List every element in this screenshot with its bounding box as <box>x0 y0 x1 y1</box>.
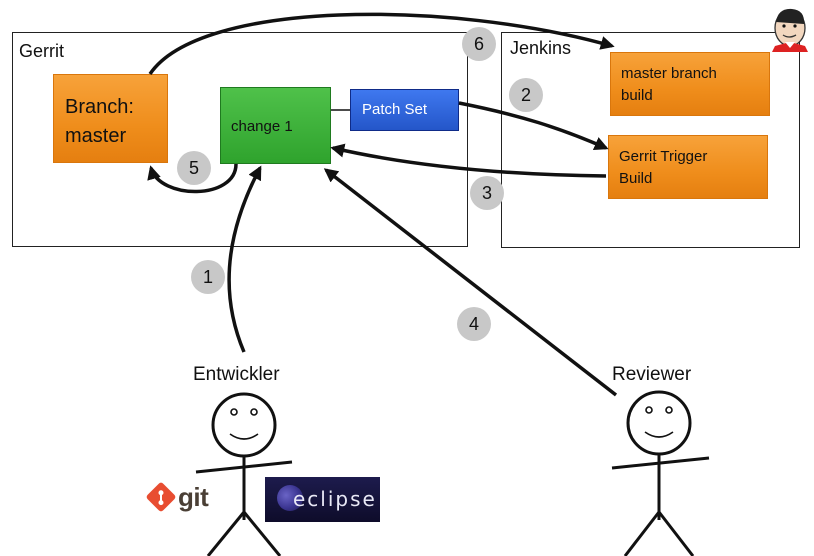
arrow-6 <box>148 12 615 75</box>
reviewer-face <box>644 406 674 438</box>
step-4-badge: 4 <box>457 307 491 341</box>
reviewer-label: Reviewer <box>612 364 692 385</box>
git-logo-icon <box>146 482 176 512</box>
developer-label: Entwickler <box>193 364 280 385</box>
arrow-5 <box>147 163 238 194</box>
branch-master-box: Branch: master <box>53 74 168 163</box>
arrow-4 <box>323 168 618 397</box>
jenkins-title: Jenkins <box>510 38 572 58</box>
change-1-label: change 1 <box>231 118 293 135</box>
eclipse-logo-text: eclipse <box>293 487 377 511</box>
gerrit-trigger-build-box: Gerrit Trigger Build <box>608 135 768 199</box>
step-1-badge: 1 <box>191 260 225 294</box>
arrow-2 <box>458 101 609 150</box>
developer-figure <box>195 392 293 556</box>
step-5-badge: 5 <box>177 151 211 185</box>
eclipse-logo: eclipse <box>265 477 380 522</box>
step-6-badge: 6 <box>462 27 496 61</box>
git-logo-text: git <box>178 482 209 512</box>
change-1-box: change 1 <box>220 87 331 164</box>
patch-set-box: Patch Set <box>350 89 459 131</box>
branch-master-label: Branch: master <box>65 96 134 147</box>
patch-set-label: Patch Set <box>362 101 428 118</box>
gerrit-trigger-build-label: Gerrit Trigger Build <box>619 148 708 187</box>
arrow-1 <box>227 165 262 353</box>
step-3-badge: 3 <box>470 176 504 210</box>
developer-face <box>229 408 259 440</box>
gerrit-title: Gerrit <box>19 41 64 61</box>
master-branch-build-box: master branch build <box>610 52 770 116</box>
eclipse-logo-icon <box>277 485 303 511</box>
step-2-badge: 2 <box>509 78 543 112</box>
reviewer-figure <box>611 390 710 556</box>
master-branch-build-label: master branch build <box>621 65 717 104</box>
arrow-3 <box>330 143 607 178</box>
